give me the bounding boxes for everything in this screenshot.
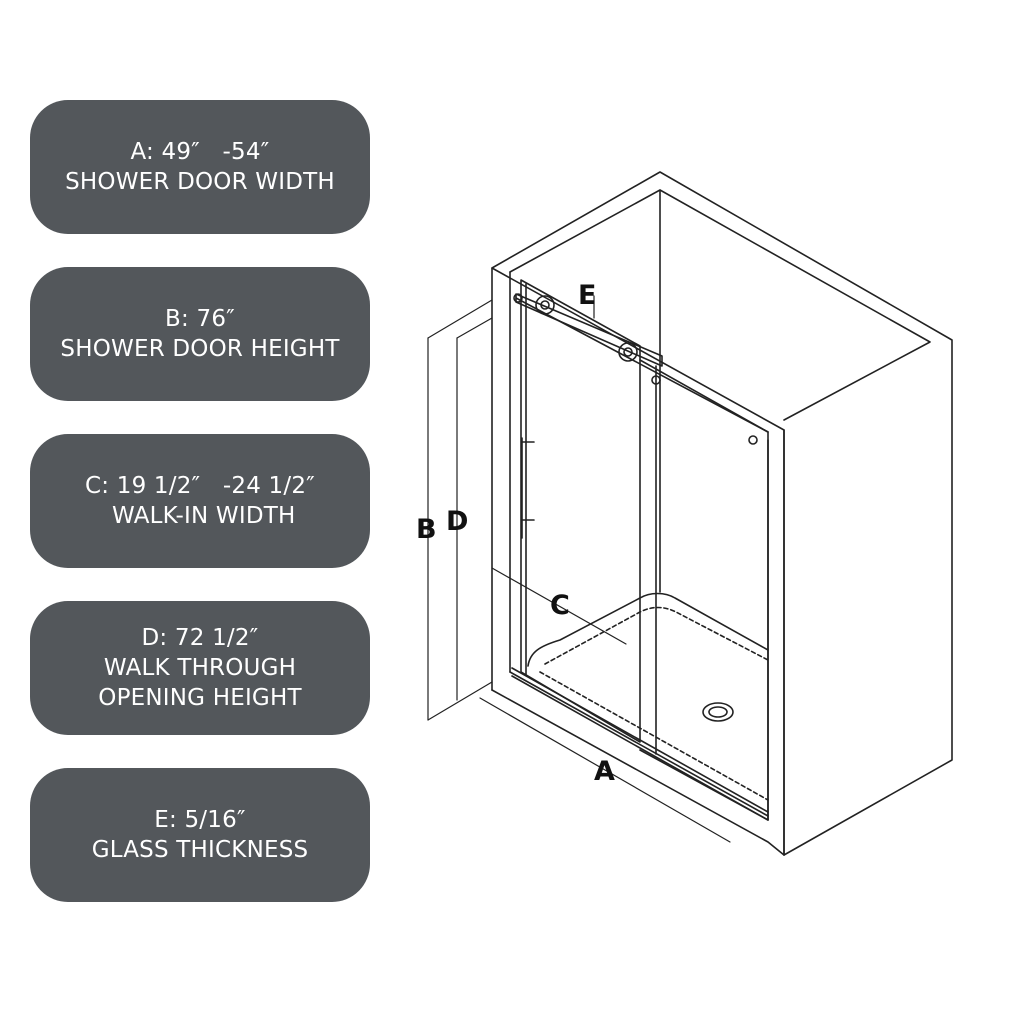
dim-label-e: E [578, 280, 596, 311]
spec-card-b: B: 76″ SHOWER DOOR HEIGHT [30, 267, 370, 401]
rail-end-cap [513, 293, 523, 303]
spec-card-d: D: 72 1/2″ WALK THROUGH OPENING HEIGHT [30, 601, 370, 735]
dim-c-line [491, 567, 627, 645]
fixed-panel-bracket-top [651, 375, 661, 385]
spec-a-title: SHOWER DOOR WIDTH [65, 169, 335, 195]
spec-card-e: E: 5/16″ GLASS THICKNESS [30, 768, 370, 902]
spec-e-title: GLASS THICKNESS [91, 837, 309, 863]
dim-label-b: B [416, 514, 437, 545]
spec-d-title-1: WALK THROUGH [103, 655, 297, 681]
dim-label-c: C [550, 590, 570, 621]
roller-left-hub [540, 300, 550, 310]
roller-right [618, 342, 638, 362]
spec-b-title: SHOWER DOOR HEIGHT [60, 336, 340, 362]
spec-d-value: D: 72 1/2″ [141, 625, 259, 651]
fixed-panel [639, 359, 769, 821]
door-handle [521, 437, 535, 539]
spec-card-a: A: 49″ -54″ SHOWER DOOR WIDTH [30, 100, 370, 234]
dim-b-bottom-ext [427, 681, 493, 721]
bottom-sill [491, 689, 785, 856]
fixed-panel-bracket-right [748, 435, 758, 445]
dim-label-a: A [594, 756, 615, 787]
spec-e-value: E: 5/16″ [154, 807, 246, 833]
dim-label-d: D [446, 506, 468, 537]
dim-d-top-ext [456, 317, 493, 339]
spec-c-value: C: 19 1/2″ -24 1/2″ [85, 473, 315, 499]
back-wall-edges [509, 189, 931, 421]
bottom-sill-inner [509, 671, 769, 817]
dim-b-top-ext [427, 299, 493, 339]
dim-a-line [479, 697, 731, 843]
roller-right-hub [623, 347, 633, 357]
spec-c-title: WALK-IN WIDTH [104, 503, 296, 529]
shower-base-tray-rim [539, 671, 769, 801]
roller-left [535, 295, 555, 315]
top-rail [515, 293, 663, 367]
enclosure-outline [491, 171, 953, 856]
spec-a-value: A: 49″ -54″ [130, 139, 270, 165]
spec-b-value: B: 76″ [165, 306, 235, 332]
bottom-guide [511, 667, 769, 813]
drain-outer [702, 702, 734, 722]
sliding-door-panel [520, 279, 641, 743]
spec-card-c: C: 19 1/2″ -24 1/2″ WALK-IN WIDTH [30, 434, 370, 568]
bottom-guide-outer [511, 675, 769, 821]
drain-inner [708, 706, 728, 718]
spec-d-title-2: OPENING HEIGHT [98, 685, 302, 711]
top-rail-line [515, 297, 769, 433]
